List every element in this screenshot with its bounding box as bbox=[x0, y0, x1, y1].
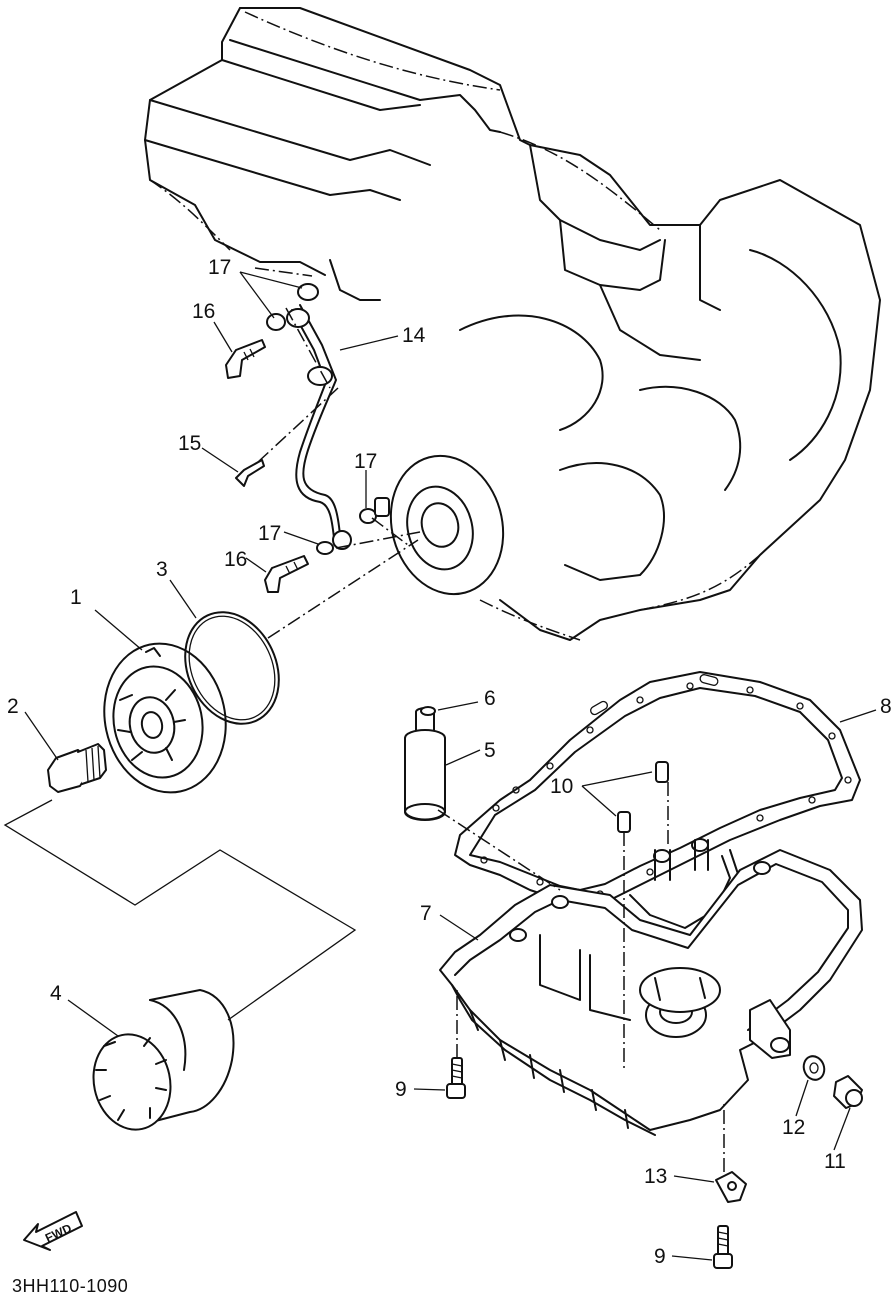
label-5: 5 bbox=[484, 739, 496, 762]
strainer-5 bbox=[404, 707, 446, 821]
label-17-top: 17 bbox=[208, 256, 231, 279]
oil-cooler-1 bbox=[103, 642, 227, 794]
dowel-pins-10 bbox=[617, 761, 669, 833]
label-14: 14 bbox=[402, 324, 426, 347]
bolt-9-bottom bbox=[713, 1225, 733, 1269]
part-labels: 1 2 3 4 5 6 7 8 9 9 10 11 12 13 14 15 16… bbox=[7, 256, 892, 1268]
label-10: 10 bbox=[550, 775, 573, 798]
o-ring-3 bbox=[184, 611, 280, 725]
fwd-arrow-icon: FWD bbox=[23, 1211, 83, 1251]
fwd-label: FWD bbox=[43, 1221, 74, 1245]
label-3: 3 bbox=[156, 558, 168, 581]
oil-pan-7 bbox=[439, 838, 863, 1136]
label-13: 13 bbox=[644, 1165, 667, 1188]
label-9-bottom: 9 bbox=[654, 1245, 666, 1268]
label-16-lower: 16 bbox=[224, 548, 247, 571]
label-9-left: 9 bbox=[395, 1078, 407, 1101]
bolt-15 bbox=[235, 459, 265, 487]
label-6: 6 bbox=[484, 687, 496, 710]
label-7: 7 bbox=[420, 902, 432, 925]
label-17-lower: 17 bbox=[258, 522, 281, 545]
label-8: 8 bbox=[880, 695, 892, 718]
bolt-16-upper bbox=[225, 339, 266, 379]
engine-block bbox=[144, 7, 881, 641]
bolt-9-left bbox=[446, 1057, 466, 1099]
label-15: 15 bbox=[178, 432, 201, 455]
gasket-12 bbox=[802, 1055, 826, 1081]
label-2: 2 bbox=[7, 695, 19, 718]
o-ring-6 bbox=[420, 706, 436, 716]
label-16-upper: 16 bbox=[192, 300, 215, 323]
oil-pipe-assembly bbox=[266, 283, 390, 555]
leader-lines bbox=[24, 271, 877, 1261]
label-17-middle: 17 bbox=[354, 450, 377, 473]
filter-bracket bbox=[3, 799, 357, 1021]
label-11: 11 bbox=[824, 1150, 846, 1173]
assembly-lines bbox=[254, 267, 725, 1172]
label-4: 4 bbox=[50, 982, 62, 1005]
drain-bolt-11 bbox=[833, 1075, 863, 1109]
clip-13 bbox=[715, 1171, 747, 1203]
label-12: 12 bbox=[782, 1116, 805, 1139]
bolt-16-lower bbox=[264, 555, 309, 593]
diagram-code: 3HH110-1090 bbox=[12, 1276, 128, 1296]
union-bolt-2 bbox=[47, 743, 107, 793]
label-1: 1 bbox=[70, 586, 82, 609]
oil-filter-4 bbox=[92, 989, 235, 1131]
